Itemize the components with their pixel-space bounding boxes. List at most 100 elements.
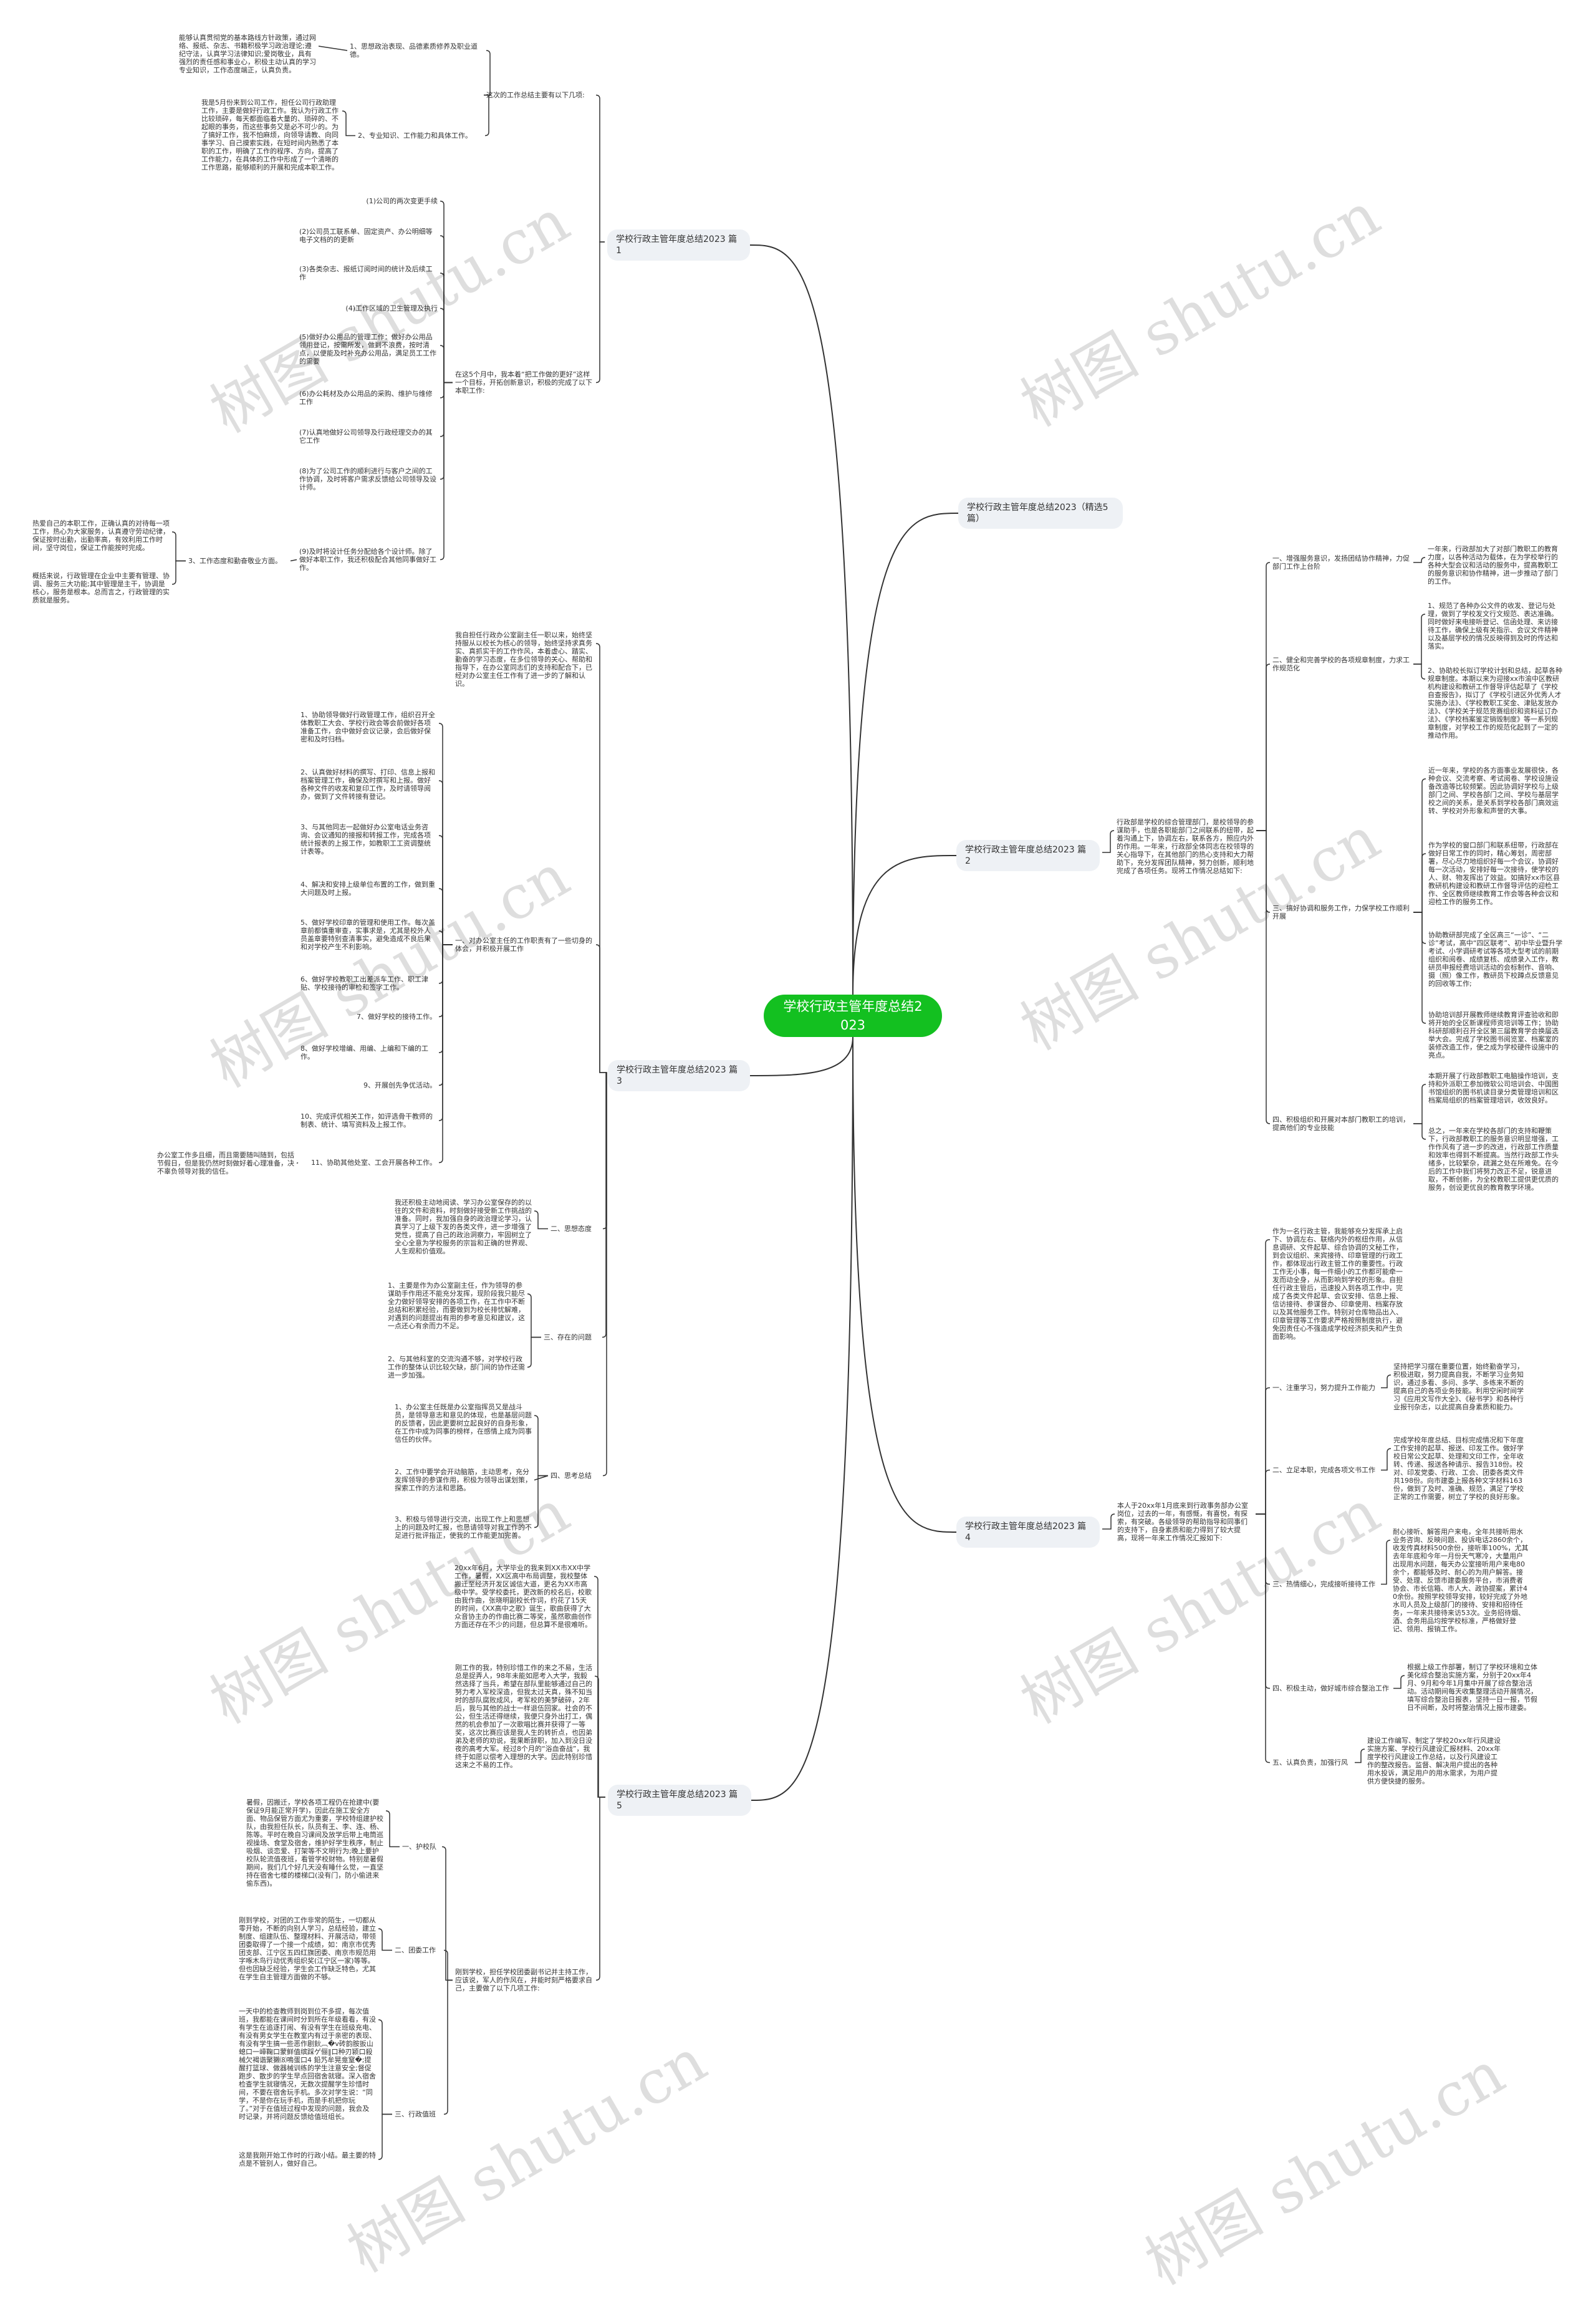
connector-line — [534, 1415, 548, 1477]
detail-text: 20xx年6月，大学毕业的我来到XX市XX中学工作，暑假，XX区高中布局调整，我… — [454, 1564, 592, 1629]
connector-line — [438, 835, 453, 945]
detail-text: 暑假，因搬迁，学校各项工程仍在抢建中(要保证9月能正常开学)，因此在施工安全方面… — [246, 1798, 383, 1888]
connector-line — [595, 241, 605, 384]
connector-line — [1256, 1513, 1270, 1585]
list-item: 10、完成评优相关工作，如评选骨干教师的制表、统计、填写资料及上报工作。 — [300, 1112, 433, 1129]
detail-text: 作为一名行政主管，我能够充分发挥承上启下、协调左右、联络内外的枢纽作用，从信息调… — [1272, 1227, 1403, 1341]
connector-line — [385, 1810, 400, 1848]
watermark: 树图 shutu.cn — [1009, 179, 1392, 440]
topic-node: 3、工作态度和勤奋敬业方面。 — [188, 557, 282, 565]
topic-node: 一、对办公室主任的工作职责有了一些切身的体会，并积极开展工作 — [455, 937, 592, 953]
connector-line — [318, 46, 348, 51]
detail-text: 刚到学校，对团的工作非常的陌生，一切都从零开始，不断的向别人学习，总结经验，建立… — [239, 1916, 376, 1981]
connector-line — [440, 200, 453, 384]
branch-node-p4[interactable]: 学校行政主管年度总结2023 篇4 — [956, 1517, 1100, 1548]
detail-text: 我还积极主动地阅读、学习办公室保存的的以往的文件和资料，时刻做好接受新工作挑战的… — [395, 1199, 532, 1255]
topic-node: 三、热情细心，完成接听接待工作 — [1272, 1580, 1375, 1588]
connector-line — [594, 1576, 605, 1798]
topic-node: 三、存在的问题 — [544, 1333, 592, 1341]
detail-text: 坚持把学习摆在重要位置，始终勤奋学习，积极进取，努力提高自我，不断学习业务知识，… — [1393, 1363, 1524, 1411]
connector-line — [749, 1036, 853, 1076]
branch-node-featured[interactable]: 学校行政主管年度总结2023（精选5篇） — [958, 498, 1123, 529]
connector-line — [171, 531, 186, 562]
detail-text: 协助教研部完成了全区高三“一诊”、“二诊”考试，高中“四区联考”、初中毕业暨升学… — [1428, 931, 1563, 988]
branch-node-p1[interactable]: 学校行政主管年度总结2023 篇1 — [607, 229, 750, 261]
connector-line — [342, 110, 355, 137]
connector-line — [1355, 1749, 1365, 1763]
connector-line — [1256, 1469, 1270, 1515]
connector-line — [440, 345, 453, 384]
topic-node: 二、健全和完善学校的各项规章制度，力求工作规范化 — [1272, 656, 1410, 672]
detail-text: 概括来说，行政管理在企业中主要有管理、协调、服务三大功能;其中管理是主干，协调是… — [32, 572, 170, 604]
list-item: (2)公司员工联系单、固定资产、办公明细等电子文档的的更新 — [299, 228, 433, 244]
connector-line — [378, 2019, 392, 2115]
connector-line — [534, 1210, 548, 1230]
detail-text: 一天中的检查教师到岗到位不多提，每次值班，我都能在课间时分到所在年级看看，有没有… — [239, 2007, 376, 2121]
detail-text: 建设工作编写、制定了学校20xx年行风建设实施方案、学校行风建设汇报材料、20x… — [1367, 1737, 1501, 1785]
connector-line — [1413, 778, 1426, 913]
topic-node: 刚到学校，担任学校团委副书记并主持工作，应该说，军人的作风在，并能时刻严格要求自… — [455, 1968, 592, 1992]
connector-line — [751, 1036, 853, 1801]
connector-line — [595, 1797, 605, 1981]
central-topic[interactable]: 学校行政主管年度总结2023 — [764, 995, 942, 1037]
topic-node: 这次的工作总结主要有以下几项: — [486, 91, 585, 99]
connector-line — [438, 888, 453, 945]
detail-text: 一年来，行政部加大了对部门教职工的教育力度，以各种活动为载体，在为学校举行的各种… — [1428, 545, 1558, 586]
connector-line — [440, 382, 453, 437]
connector-line — [1256, 1239, 1270, 1515]
connector-line — [441, 1846, 453, 1981]
connector-line — [484, 94, 489, 137]
detail-text: 协助培训部开展教师继续教育评查验收和即将开始的全区新课程师资培训等工作；协助科研… — [1428, 1011, 1559, 1059]
connector-line — [1413, 1123, 1426, 1140]
detail-text: 3、积极与领导进行交流，出现工作上和思想上的问题及时汇报，也恳请领导对我工作的不… — [395, 1515, 532, 1540]
detail-text: 2、协助校长拟订学校计划和总结，起草各种规章制度。本期以来为迎接xx市渝中区教研… — [1428, 667, 1562, 740]
list-item: (8)为了公司工作的顺利进行与客户之间的工作协调，及时将客户需求反馈给公司领导及… — [299, 467, 436, 491]
connector-line — [290, 559, 297, 562]
connector-line — [1393, 1675, 1405, 1689]
connector-line — [749, 244, 853, 995]
connector-line — [378, 2113, 392, 2160]
topic-node: 五、认真负责，加强行风 — [1272, 1758, 1348, 1767]
connector-line — [438, 780, 453, 945]
connector-line — [534, 1475, 548, 1528]
connector-line — [594, 1676, 605, 1798]
list-item: (6)办公耗材及办公用品的采购、维护与维修工作 — [299, 390, 433, 406]
branch-node-p2[interactable]: 学校行政主管年度总结2023 篇2 — [956, 840, 1100, 871]
connector-line — [1413, 557, 1426, 563]
connector-line — [1256, 830, 1271, 913]
connector-line — [438, 944, 453, 1086]
connector-line — [595, 94, 605, 243]
connector-line — [1256, 1513, 1270, 1689]
connector-line — [602, 1072, 607, 1338]
detail-text: 能够认真贯彻党的基本路线方针政策，通过网络、报纸、杂志、书籍积极学习政治理论;遵… — [179, 34, 316, 74]
topic-node: 四、思考总结 — [550, 1472, 592, 1480]
list-item: (5)做好办公用品的管理工作：做好办公用品领用登记，按需所发，做到不浪费，按时清… — [299, 333, 436, 365]
connector-line — [171, 560, 186, 585]
connector-line — [602, 1072, 607, 1477]
connector-line — [440, 273, 453, 384]
connector-line — [1256, 1387, 1270, 1515]
connector-line — [1413, 663, 1426, 680]
connector-line — [1413, 912, 1426, 1024]
branch-node-p5[interactable]: 学校行政主管年度总结2023 篇5 — [608, 1785, 751, 1816]
detail-text: 总之，一年来在学校各部门的支持和鞭策下，行政部教职工的服务意识明显增强，工作作风… — [1428, 1127, 1559, 1192]
detail-text: 2、与其他科室的交流沟通不够，对学校行政工作的整体认识比较欠缺，部门间的协作还需… — [388, 1355, 525, 1379]
list-item: 7、做好学校的接待工作。 — [357, 1013, 436, 1021]
connector-line — [443, 1949, 453, 1981]
connector-line — [1413, 1084, 1426, 1124]
list-item: (9)及时将设计任务分配给各个设计师。除了做好本职工作，我还积极配合其他同事做好… — [299, 548, 436, 572]
topic-node: 一、注重学习，努力提升工作能力 — [1272, 1384, 1375, 1392]
connector-line — [438, 930, 453, 945]
connector-line — [1381, 1540, 1391, 1585]
detail-text: 本期开展了行政部教职工电脑操作培训，支持和外派职工参加微软公司培训会、中国图书馆… — [1428, 1072, 1559, 1104]
branch-node-p3[interactable]: 学校行政主管年度总结2023 篇3 — [608, 1060, 750, 1091]
connector-line — [852, 1036, 957, 1533]
connector-line — [527, 1293, 541, 1338]
list-item: 6、做好学校教职工出差派车工作、职工津贴、学校接待的审检和签字工作。 — [300, 975, 428, 991]
detail-text: 刚工作的我，特别珍惜工作的来之不易，生活总是捉弄人，98年未能如愿考入大学，我毅… — [455, 1664, 592, 1769]
connector-line — [296, 1162, 299, 1164]
connector-line — [527, 1336, 541, 1368]
connector-line — [852, 855, 957, 995]
connector-line — [438, 944, 453, 1164]
connector-line — [440, 382, 453, 480]
